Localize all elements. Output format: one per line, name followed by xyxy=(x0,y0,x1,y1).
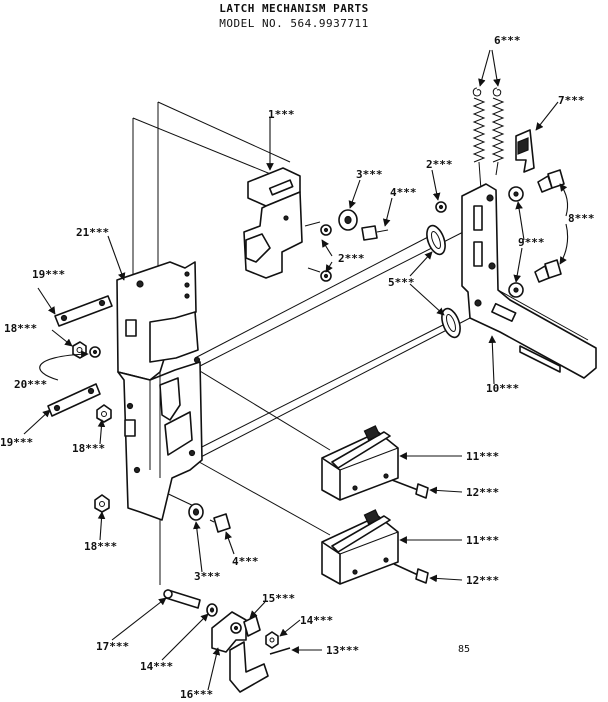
diagram-title: LATCH MECHANISM PARTS xyxy=(219,2,369,15)
leader-lines xyxy=(23,49,569,691)
callout-14-left: 14*** xyxy=(140,660,173,673)
callout-19-upper: 19*** xyxy=(32,268,65,281)
callout-14-right: 14*** xyxy=(300,614,333,627)
switch-screw-lower xyxy=(393,563,429,584)
callout-18-middle: 18*** xyxy=(72,442,105,455)
spacer-washer xyxy=(206,603,218,617)
callout-10: 10*** xyxy=(486,382,519,395)
shoulder-screw-upper xyxy=(537,169,565,193)
callout-5: 5*** xyxy=(388,276,415,289)
spring-right xyxy=(491,87,505,176)
hex-nut-upper xyxy=(72,341,87,359)
callout-7: 7*** xyxy=(558,94,585,107)
screw-pivot xyxy=(269,647,291,655)
callout-21: 21*** xyxy=(76,226,109,239)
actuator-lever xyxy=(211,611,269,693)
hex-nut-middle xyxy=(96,404,112,423)
link-bar-lower xyxy=(47,383,101,417)
micro-switch-lower xyxy=(321,509,399,585)
model-number: MODEL NO. 564.9937711 xyxy=(219,17,369,30)
bolt-lower xyxy=(209,513,231,533)
callout-labels: 1*** 2*** 2*** 3*** 3*** 4*** 4*** 5*** … xyxy=(0,34,595,701)
callout-16: 16*** xyxy=(180,688,213,701)
diagram-code: 85 xyxy=(458,644,470,655)
callout-8: 8*** xyxy=(568,212,595,225)
bolt-upper xyxy=(361,225,389,241)
callout-20: 20*** xyxy=(14,378,47,391)
grommet-lower xyxy=(441,307,461,339)
callout-11-lower: 11*** xyxy=(466,534,499,547)
callout-12-lower: 12*** xyxy=(466,574,499,587)
washer-right-upper xyxy=(508,186,524,202)
switch-bracket xyxy=(243,167,303,279)
switch-screw-upper xyxy=(391,479,429,499)
pivot-pin xyxy=(163,589,201,609)
screw-bracket-upper xyxy=(304,221,332,236)
lock-washer xyxy=(89,346,101,358)
callout-2-lower: 2*** xyxy=(338,252,365,265)
link-bar-upper xyxy=(54,295,113,327)
callout-2-upper: 2*** xyxy=(426,158,453,171)
small-screw-frame xyxy=(435,201,447,213)
spring-left xyxy=(472,87,486,191)
flat-washer-lower xyxy=(188,503,204,521)
shoulder-screw-lower xyxy=(534,259,562,283)
callout-18-upper: 18*** xyxy=(4,322,37,335)
callout-13: 13*** xyxy=(326,644,359,657)
callout-1: 1*** xyxy=(268,108,295,121)
callout-19-lower: 19*** xyxy=(0,436,33,449)
callout-17: 17*** xyxy=(96,640,129,653)
spring-clip xyxy=(243,615,261,637)
callout-9: 9*** xyxy=(518,236,545,249)
callout-12-upper: 12*** xyxy=(466,486,499,499)
hex-nut-lower xyxy=(94,494,110,513)
callout-4-upper: 4*** xyxy=(390,186,417,199)
flat-washer-upper xyxy=(338,209,358,231)
latch-frame xyxy=(461,183,597,379)
washer-right-lower xyxy=(508,282,524,298)
callout-3-upper: 3*** xyxy=(356,168,383,181)
nut-pivot xyxy=(265,631,279,649)
callout-6: 6*** xyxy=(494,34,521,47)
callout-18-lower: 18*** xyxy=(84,540,117,553)
callout-4-lower: 4*** xyxy=(232,555,259,568)
callout-15: 15*** xyxy=(262,592,295,605)
latch-hook xyxy=(515,129,535,173)
callout-11-upper: 11*** xyxy=(466,450,499,463)
grommet-upper xyxy=(426,224,446,256)
callout-3-lower: 3*** xyxy=(194,570,221,583)
latch-plate-assembly xyxy=(116,261,203,521)
micro-switch-upper xyxy=(321,425,399,501)
